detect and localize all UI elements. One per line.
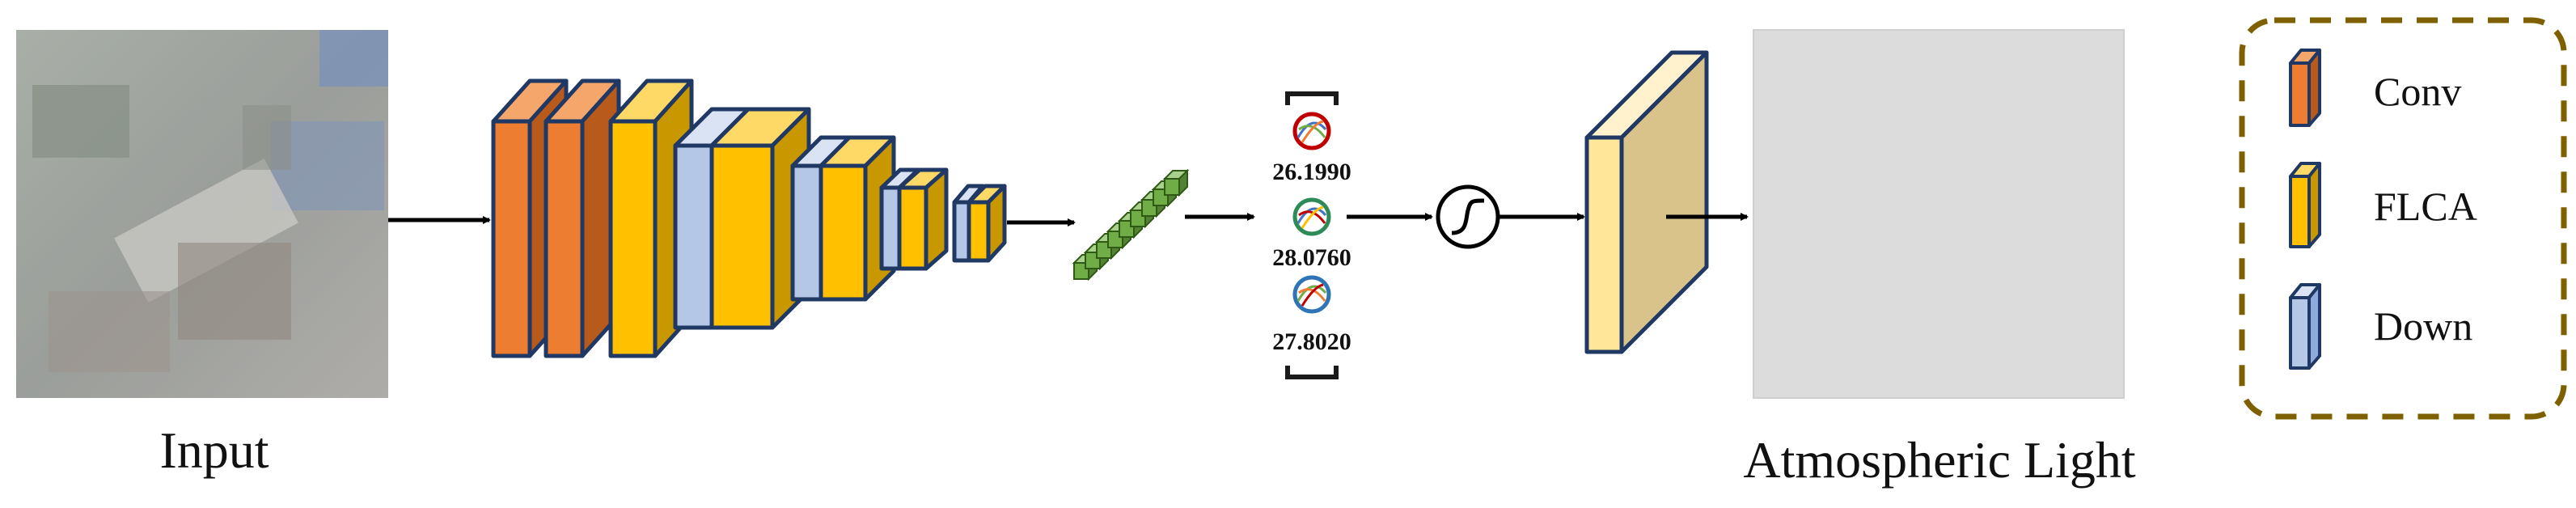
color-ball-2-icon [1292,197,1331,236]
legend-label-flca: FLCA [2374,184,2477,229]
value-1: 26.1990 [1272,159,1351,185]
sigmoid-icon [1436,184,1500,249]
legend: Conv FLCA Down [2239,17,2567,420]
color-ball-1-icon [1292,112,1331,150]
output-label: Atmospheric Light [1743,431,2135,489]
value-2: 28.0760 [1272,244,1351,271]
legend-conv-icon [2289,49,2321,127]
value-bracket [1285,91,1339,379]
conv-block-2 [544,78,621,358]
output-block [1584,50,1709,354]
flca-block-5 [967,184,1007,263]
legend-label-conv: Conv [2374,69,2461,114]
legend-flca-icon [2289,162,2321,248]
input-label: Input [159,421,269,479]
flca-block-4 [897,167,949,271]
input-image [16,30,388,398]
legend-label-down: Down [2374,303,2472,349]
legend-box [2239,17,2567,420]
flca-block-3 [818,135,896,302]
feature-vector [1072,168,1190,282]
value-3: 27.8020 [1272,328,1351,355]
color-ball-3-icon [1292,275,1331,314]
legend-down-icon [2289,283,2321,370]
atmospheric-light-panel [1753,29,2125,399]
